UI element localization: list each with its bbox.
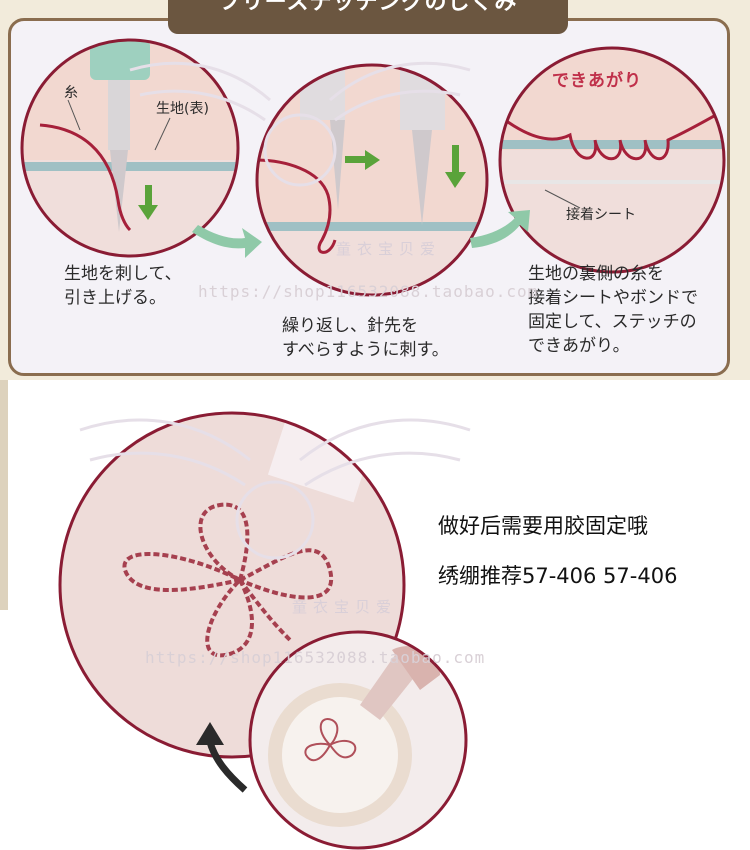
wing-watermark-bottom xyxy=(79,418,471,560)
diagram-title: フリーステッチングのしくみ xyxy=(168,0,568,34)
label-fabric-front: 生地(表) xyxy=(156,101,209,117)
step2-illustration xyxy=(255,63,489,297)
panel-edge xyxy=(0,380,8,610)
watermark-shop-bottom: 童衣宝贝爱 xyxy=(292,598,398,616)
caption-step1: 生地を刺して、 引き上げる。 xyxy=(64,264,182,308)
step-arrow-1 xyxy=(192,225,262,258)
note-glue: 做好后需要用胶固定哦 xyxy=(438,514,648,538)
label-adhesive-sheet: 接着シート xyxy=(566,207,636,223)
step-arrow-2 xyxy=(470,210,530,248)
curved-arrow-head xyxy=(196,722,224,745)
label-thread: 糸 xyxy=(64,85,78,101)
watermark-shop-top: 童衣宝贝爱 xyxy=(336,240,442,258)
caption-step3: 生地の裏側の糸を 接着シートやボンドで 固定して、ステッチの できあがり。 xyxy=(528,264,698,356)
caption-step2: 繰り返し、針先を すべらすように刺す。 xyxy=(282,316,449,360)
wing-watermark-top xyxy=(129,61,471,187)
watermark-url-top: https://shop116532088.taobao.com xyxy=(198,282,539,301)
curved-arrow-icon xyxy=(206,740,248,793)
label-finished: できあがり xyxy=(552,71,642,91)
note-hoop-recommendation: 绣绷推荐57-406 57-406 xyxy=(438,564,678,588)
step1-illustration xyxy=(20,38,240,258)
watermark-url-bottom: https://shop116532088.taobao.com xyxy=(145,648,486,667)
photo-glue-application xyxy=(248,630,468,850)
